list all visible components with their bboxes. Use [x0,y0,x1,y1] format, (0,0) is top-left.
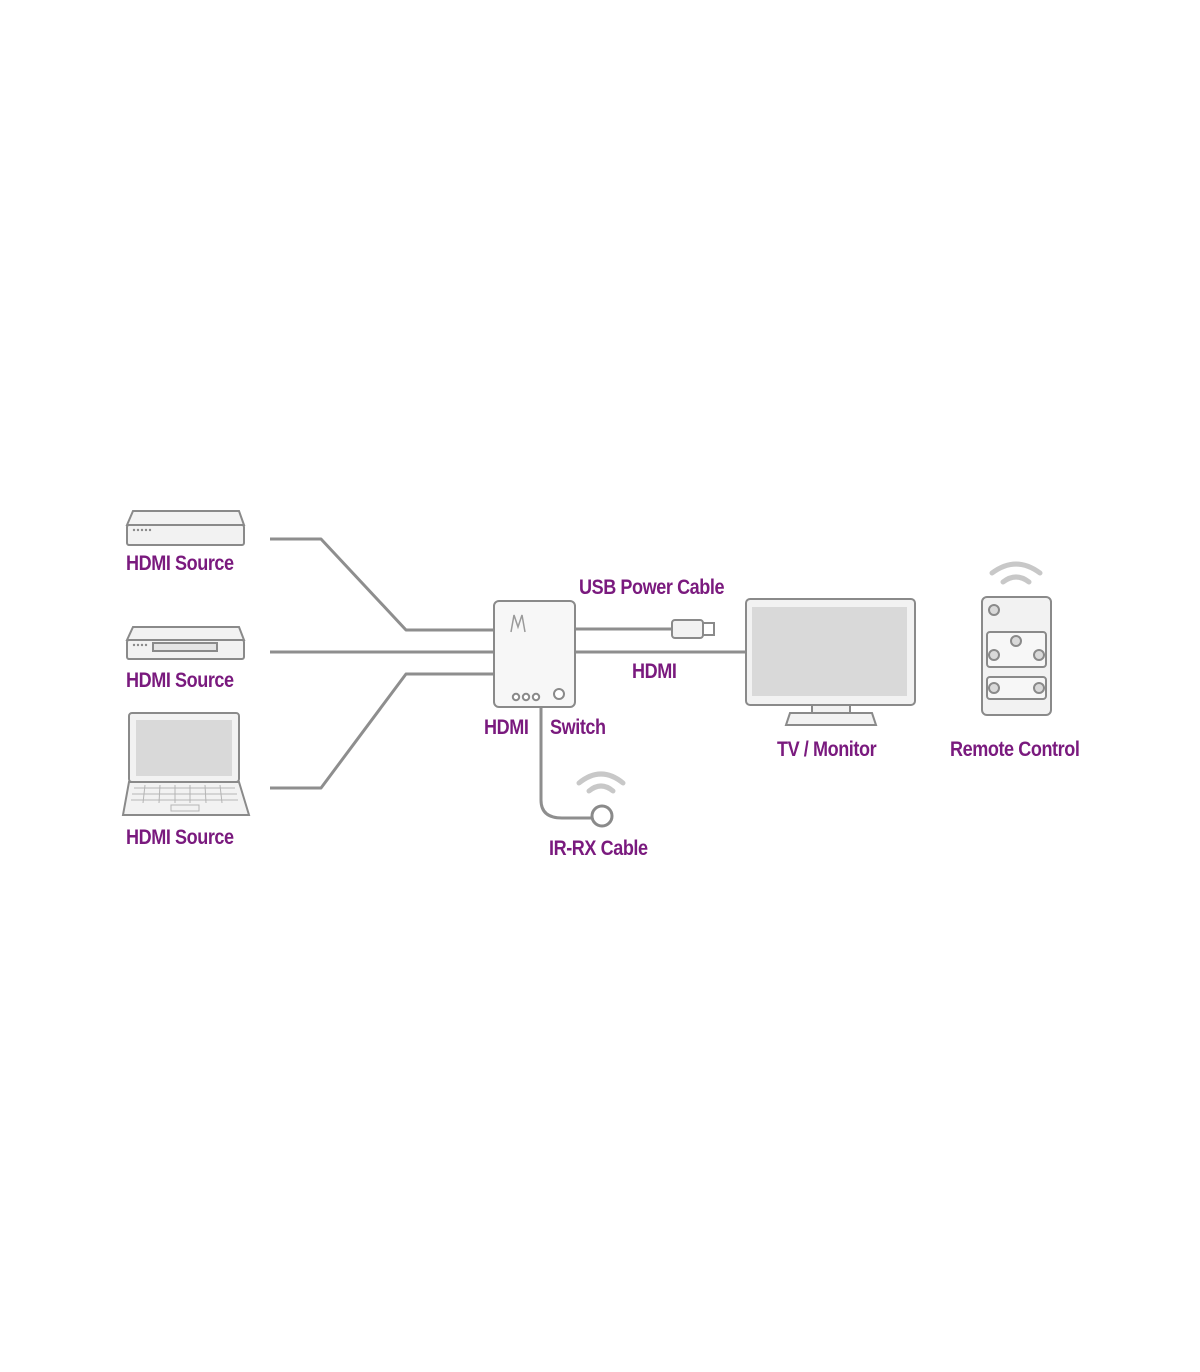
monitor-icon [745,598,916,726]
usb-power-label: USB Power Cable [579,576,725,599]
tv-label: TV / Monitor [777,738,877,761]
dvd-player-icon [125,626,246,660]
source3-label: HDMI Source [126,826,234,849]
cable-source3 [270,672,494,790]
remote-control-icon [981,561,1052,716]
cable-ir-rx [539,707,592,820]
source1-label: HDMI Source [126,552,234,575]
cables [270,537,746,820]
ir-receiver-icon [576,771,626,828]
laptop-icon [121,712,251,816]
ir-rx-label: IR-RX Cable [549,837,648,860]
remote-label: Remote Control [950,738,1080,761]
cable-source1 [270,537,494,632]
usb-plug-icon [671,619,715,639]
switch-label-right: Switch [550,716,606,739]
hdmi-switch-icon [493,600,576,708]
set-top-box-icon [125,510,246,546]
source2-label: HDMI Source [126,669,234,692]
switch-label-left: HDMI [484,716,529,739]
hdmi-out-label: HDMI [632,660,677,683]
